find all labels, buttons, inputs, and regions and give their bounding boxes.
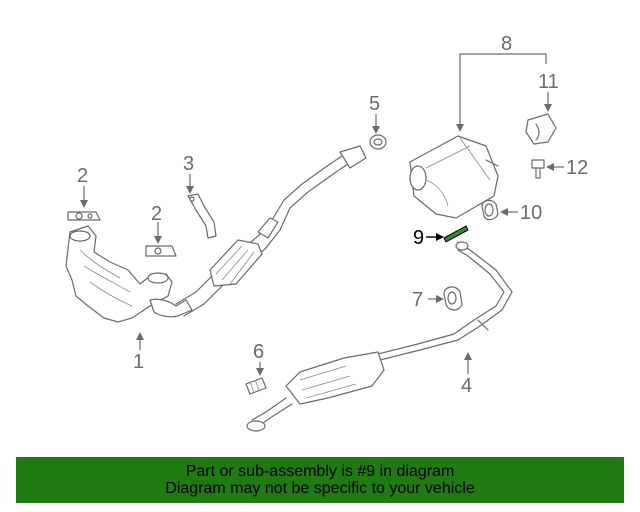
hanger-11[interactable] bbox=[525, 113, 557, 145]
highlighted-part-9[interactable] bbox=[443, 225, 469, 243]
callout-3: 3 bbox=[183, 153, 194, 175]
rubber-mount-7[interactable] bbox=[443, 286, 463, 311]
exhaust-system-diagram: 1 2 2 3 4 5 6 7 8 9 10 11 12 bbox=[65, 33, 588, 432]
callout-9: 9 bbox=[413, 227, 424, 249]
banner-line-2: Diagram may not be specific to your vehi… bbox=[165, 480, 475, 497]
callout-1: 1 bbox=[133, 351, 144, 373]
callout-10: 10 bbox=[520, 202, 542, 224]
callout-2-upper: 2 bbox=[77, 165, 88, 187]
callout-6: 6 bbox=[253, 341, 264, 363]
callout-11: 11 bbox=[538, 71, 559, 93]
callout-12: 12 bbox=[566, 157, 588, 179]
gasket-lower[interactable] bbox=[145, 245, 177, 257]
callout-7: 7 bbox=[412, 289, 423, 311]
exhaust-manifold[interactable] bbox=[65, 225, 193, 323]
callout-2-lower: 2 bbox=[151, 203, 162, 225]
callout-5: 5 bbox=[369, 93, 380, 115]
gasket-upper[interactable] bbox=[67, 211, 101, 221]
callout-8: 8 bbox=[501, 33, 512, 55]
intermediate-pipe-resonator[interactable] bbox=[246, 241, 513, 432]
stud-6[interactable] bbox=[245, 377, 267, 395]
banner-line-1: Part or sub-assembly is #9 in diagram bbox=[185, 463, 455, 480]
front-pipe-with-converter[interactable] bbox=[175, 145, 367, 317]
muffler-assembly[interactable] bbox=[409, 135, 499, 219]
info-banner: Part or sub-assembly is #9 in diagram Di… bbox=[16, 457, 624, 503]
bracket[interactable] bbox=[187, 193, 217, 239]
rubber-mount-10[interactable] bbox=[481, 199, 499, 221]
bolt-12[interactable] bbox=[531, 159, 545, 179]
callout-4: 4 bbox=[461, 375, 472, 397]
gasket-5[interactable] bbox=[369, 134, 387, 150]
